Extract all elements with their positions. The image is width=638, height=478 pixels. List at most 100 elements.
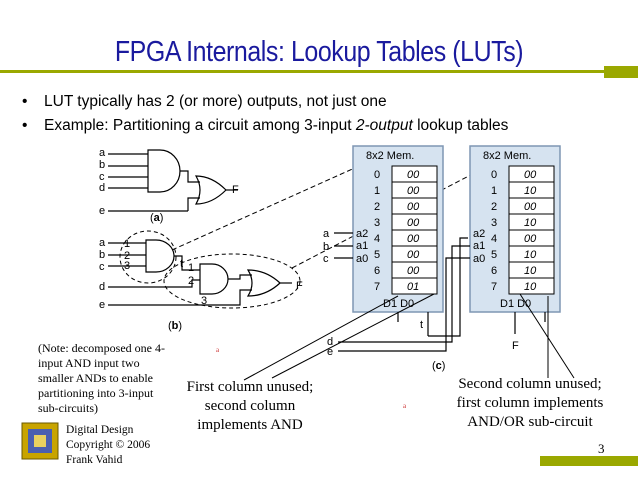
lut-1-addr-input: a1 (356, 240, 368, 252)
lut-2-addr-input: a2 (473, 228, 485, 240)
lut-1-cell: 00 (407, 217, 420, 229)
page-number: 3 (598, 441, 605, 456)
callout-line: First column unused; (186, 379, 314, 395)
bullet-2: •Example: Partitioning a circuit among 3… (22, 117, 508, 135)
pin-number: 2 (188, 275, 194, 287)
lut-1-addr-input: a2 (356, 228, 368, 240)
lut-2-addr-input: a1 (473, 240, 485, 252)
lut-1-cell: 00 (407, 169, 420, 181)
input-label-d: d (99, 281, 105, 293)
mapping-arrow-2 (291, 166, 487, 269)
lut-1-cell: 00 (407, 201, 420, 213)
lut-1-cell: 00 (407, 249, 420, 261)
lut-1-ext-input: c (323, 253, 329, 265)
lut-1-ext-input: b (323, 241, 329, 253)
input-label-e: e (99, 299, 105, 311)
lut-2-input-e: e (327, 346, 333, 358)
lut-1-cell: 00 (407, 233, 420, 245)
lut-2-address: 4 (491, 233, 497, 245)
output-label-f-a: F (232, 184, 239, 196)
lut-1-addr-input: a0 (356, 253, 368, 265)
pin-number: 1 (188, 262, 194, 274)
footer-line: Frank Vahid (66, 454, 123, 466)
slide-title: FPGA Internals: Lookup Tables (LUTs) (114, 36, 524, 68)
footer-credits: Digital Design Copyright © 2006 Frank Va… (66, 423, 150, 468)
caption-b: (b) (168, 320, 182, 332)
pin-number: 2 (124, 250, 130, 262)
lut-1-address: 6 (374, 265, 380, 277)
lut-2: 8x2 Mem. 0 1 2 3 4 5 6 7 00 10 00 10 00 … (327, 145, 561, 372)
lut-2-addr-input: a0 (473, 253, 485, 265)
lut-1-ext-input: a (323, 228, 330, 240)
lut-2-output-f: F (512, 340, 519, 352)
caption-a: (a) (150, 212, 163, 224)
lut-2-cell: 10 (524, 265, 537, 277)
input-label-a: a (99, 147, 106, 159)
output-label-f-b: F (296, 280, 303, 292)
callout-line-2 (243, 295, 399, 381)
bullet-1: • LUT typically has 2 (or more) outputs, … (22, 93, 387, 111)
part-b-circuit: a b c d e 1 2 3 t 1 2 3 F (b) (99, 230, 303, 332)
lut-2-input-d: d (327, 336, 333, 348)
and-gate-2input (199, 263, 229, 295)
corner-bar-bottom (540, 456, 638, 466)
input-label-c: c (99, 261, 105, 273)
lut-2-cell: 10 (524, 217, 537, 229)
lut-1-address: 0 (374, 169, 380, 181)
title-underline (0, 70, 638, 73)
bullet-2-prefix: Example: Partitioning a circuit among 3-… (44, 117, 356, 134)
stray-mark: a (403, 402, 407, 410)
note-line: (Note: decomposed one 4- (38, 341, 165, 355)
lut-2-rows (508, 165, 555, 295)
lut-2-address: 0 (491, 169, 497, 181)
lut-1-cell: 00 (407, 265, 420, 277)
callout-line: implements AND (197, 417, 303, 433)
lut-2-cell: 00 (524, 169, 537, 181)
footer-line: Digital Design (66, 424, 134, 436)
lut-1-address: 1 (374, 185, 380, 197)
bullet-2-emphasis: 2-output (355, 117, 413, 134)
input-label-d: d (99, 182, 105, 194)
note-line: partitioning into 3-input (38, 386, 154, 400)
stray-mark: a (216, 346, 220, 354)
bullet-2-suffix: lookup tables (412, 117, 509, 134)
lut-1-address: 5 (374, 249, 380, 261)
pin-number: 1 (124, 238, 130, 250)
chip-logo-icon (21, 422, 59, 460)
lut-2-cell: 10 (524, 249, 537, 261)
callout-line: Second column unused; (458, 376, 602, 392)
lut-2-address: 3 (491, 217, 497, 229)
callout-line: first column implements (456, 395, 604, 411)
partition-oval-2 (163, 253, 301, 309)
footer-line: Copyright © 2006 (66, 439, 151, 451)
lut-1-output-t: t (420, 319, 423, 331)
lut-2-address: 7 (491, 281, 497, 293)
lut-1-header: 8x2 Mem. (366, 150, 414, 162)
lut-1-address: 4 (374, 233, 380, 245)
input-label-e: e (99, 205, 105, 217)
pin-number: 3 (201, 295, 207, 307)
partition-oval-1 (119, 230, 177, 284)
decomposition-note: (Note: decomposed one 4- input AND input… (38, 341, 165, 416)
lut-2-header: 8x2 Mem. (483, 150, 531, 162)
lut-2-address: 1 (491, 185, 497, 197)
caption-c: (c) (432, 360, 445, 372)
lut-1: 8x2 Mem. 0 1 2 3 4 5 6 7 00 00 00 00 00 … (323, 145, 468, 337)
input-label-c: c (99, 171, 105, 183)
lut-2-address: 6 (491, 265, 497, 277)
or-gate-a (194, 175, 227, 205)
lut-2-address: 5 (491, 249, 497, 261)
lut-2-cell: 10 (524, 185, 537, 197)
lut-1-rows (391, 165, 438, 295)
lut-1-outputs-label: D1 D0 (383, 298, 414, 310)
lut-2-address: 2 (491, 201, 497, 213)
lut-2-cell: 10 (524, 281, 537, 293)
bullet-1-text: LUT typically has 2 (or more) outputs, n… (44, 93, 387, 110)
lut-1-address: 2 (374, 201, 380, 213)
and-gate-4input (147, 149, 181, 193)
first-column-callout: First column unused; second column imple… (180, 378, 320, 435)
callout-line: AND/OR sub-circuit (467, 414, 593, 430)
bullet-dot-icon: • (22, 93, 28, 110)
lut-2-cell: 00 (524, 201, 537, 213)
note-line: input AND input two (38, 356, 140, 370)
